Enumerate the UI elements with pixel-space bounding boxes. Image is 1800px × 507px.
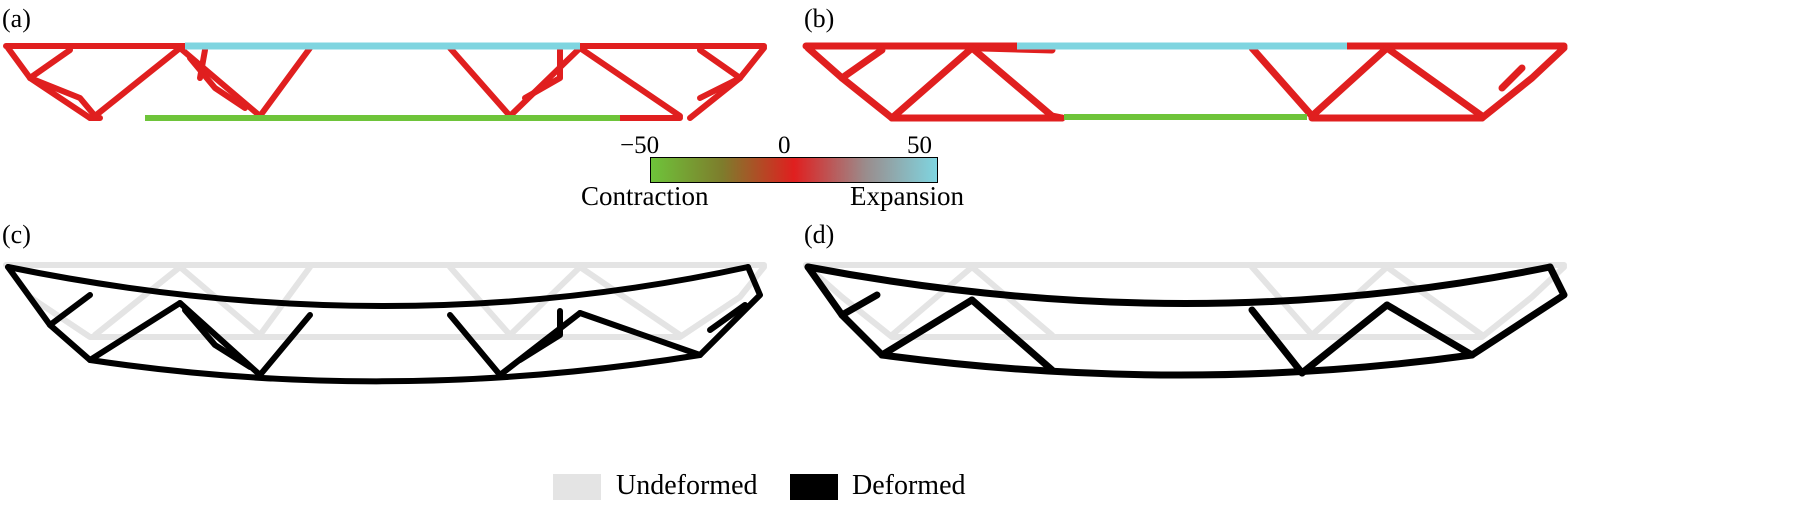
- truss-b-members: [802, 42, 1568, 122]
- truss-d-undeformed: [803, 262, 1567, 340]
- legend-swatch-deformed: [790, 474, 838, 500]
- truss-design-a: [3, 42, 767, 121]
- colorbar-tick-zero: 0: [778, 132, 791, 159]
- colorbar-gradient: [650, 157, 938, 183]
- truss-c-deformed: [5, 264, 763, 385]
- truss-d-deformed: [804, 263, 1568, 379]
- legend-label-undeformed: Undeformed: [616, 470, 758, 501]
- truss-deformation-d: [803, 262, 1568, 379]
- panel-label-d: (d): [804, 220, 835, 249]
- panel-label-a: (a): [2, 4, 31, 33]
- colorbar-tick-max: 50: [907, 132, 932, 159]
- colorbar-tick-min: −50: [620, 132, 660, 159]
- colorbar-label-expansion: Expansion: [850, 181, 964, 211]
- legend-swatch-undeformed: [553, 474, 601, 500]
- legend-label-deformed: Deformed: [852, 470, 966, 501]
- truss-deformation-c: [3, 262, 767, 385]
- panel-label-b: (b): [804, 4, 835, 33]
- colorbar-label-contraction: Contraction: [581, 181, 709, 211]
- truss-a-members: [3, 43, 767, 121]
- truss-design-b: [802, 42, 1568, 122]
- colorbar: −50 0 50: [620, 133, 938, 183]
- truss-c-undeformed: [3, 262, 767, 340]
- panel-label-c: (c): [2, 220, 31, 249]
